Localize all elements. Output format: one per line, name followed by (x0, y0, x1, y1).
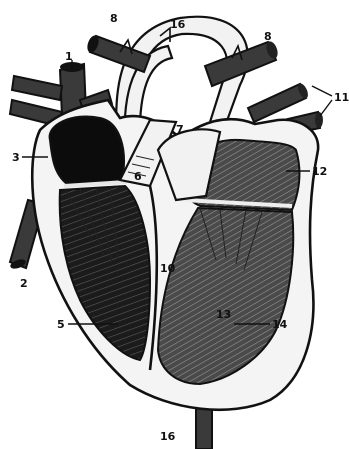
label-8-right: 8 (264, 30, 272, 43)
label-6: 6 (134, 170, 142, 183)
label-2: 2 (20, 277, 28, 290)
label-14: 14 (272, 318, 288, 331)
label-7: 7 (176, 123, 184, 136)
label-16-top: 16 (170, 18, 186, 31)
label-12: 12 (312, 165, 327, 178)
label-11: 11 (334, 91, 349, 104)
label-5: 5 (57, 318, 65, 331)
right-atrium (50, 117, 124, 186)
label-8-left: 8 (110, 12, 118, 25)
label-3: 3 (12, 151, 20, 164)
label-10: 10 (160, 262, 176, 275)
label-16-bottom: 16 (160, 430, 176, 443)
label-13: 13 (216, 308, 231, 321)
